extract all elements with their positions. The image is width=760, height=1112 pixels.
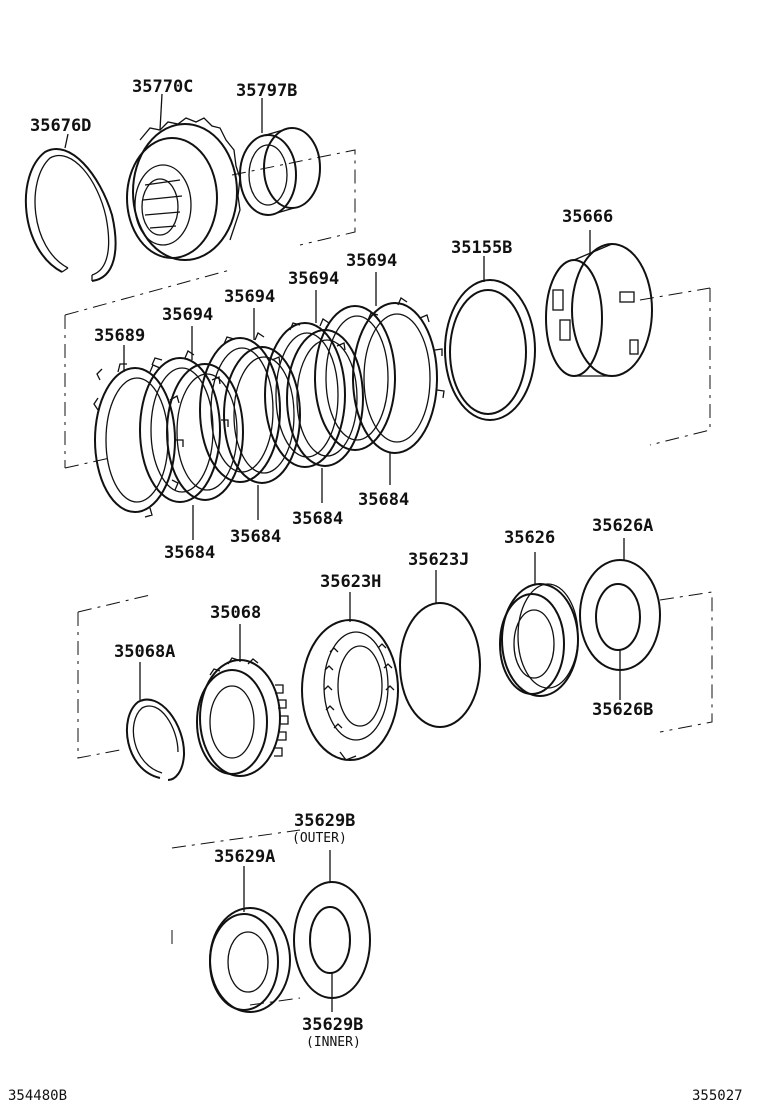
assembly-outline-lower — [77, 591, 713, 759]
label-35770C: 35770C — [132, 77, 193, 97]
label-35689: 35689 — [94, 326, 145, 346]
seal-35629A — [209, 907, 291, 1013]
label-35684-4: 35684 — [164, 543, 215, 563]
sleeve-35797B — [239, 127, 321, 216]
piston-35623H — [301, 619, 399, 761]
corner-code-left: 354480B — [8, 1088, 67, 1104]
label-35623J: 35623J — [408, 550, 469, 570]
retainer-35666 — [545, 243, 653, 377]
clutch-disc-35694-d — [314, 305, 396, 451]
label-35629A: 35629A — [214, 847, 275, 867]
clutch-plate-35684-b — [223, 346, 301, 484]
label-35676D: 35676D — [30, 116, 91, 136]
clutch-disc-35689 — [93, 363, 184, 518]
assembly-outline-top — [231, 149, 356, 246]
seal-35626 — [499, 583, 579, 697]
label-35684-1: 35684 — [358, 490, 409, 510]
label-35694-4: 35694 — [162, 305, 213, 325]
clutch-plate-35684-a — [166, 363, 244, 501]
washer-35626B — [595, 583, 641, 651]
snap-ring-35676D — [25, 148, 117, 282]
label-35626A: 35626A — [592, 516, 653, 536]
label-35623H: 35623H — [320, 572, 381, 592]
washer-35629B-inner — [309, 906, 351, 974]
label-35694-1: 35694 — [346, 251, 397, 271]
clutch-plate-35684-d — [352, 297, 445, 454]
label-35797B: 35797B — [236, 81, 297, 101]
label-35626: 35626 — [504, 528, 555, 548]
label-35629B-outer: 35629B — [294, 811, 355, 831]
corner-code-right: 355027 — [692, 1088, 743, 1104]
clutch-drum-35770C — [126, 117, 241, 261]
label-35155B: 35155B — [451, 238, 512, 258]
note-outer: (OUTER) — [292, 831, 347, 846]
label-35684-3: 35684 — [230, 527, 281, 547]
label-35629B-inner: 35629B — [302, 1015, 363, 1035]
ring-35155B — [444, 279, 536, 421]
label-35068: 35068 — [210, 603, 261, 623]
label-35666: 35666 — [562, 207, 613, 227]
note-inner: (INNER) — [306, 1035, 361, 1050]
label-35626B: 35626B — [592, 700, 653, 720]
o-ring-35623J — [399, 602, 481, 728]
assembly-outline-bottom — [171, 829, 301, 1006]
plate-35068 — [196, 657, 289, 777]
label-35684-2: 35684 — [292, 509, 343, 529]
snap-ring-35068A — [125, 698, 186, 781]
label-35694-2: 35694 — [288, 269, 339, 289]
label-35694-3: 35694 — [224, 287, 275, 307]
label-35068A: 35068A — [114, 642, 175, 662]
